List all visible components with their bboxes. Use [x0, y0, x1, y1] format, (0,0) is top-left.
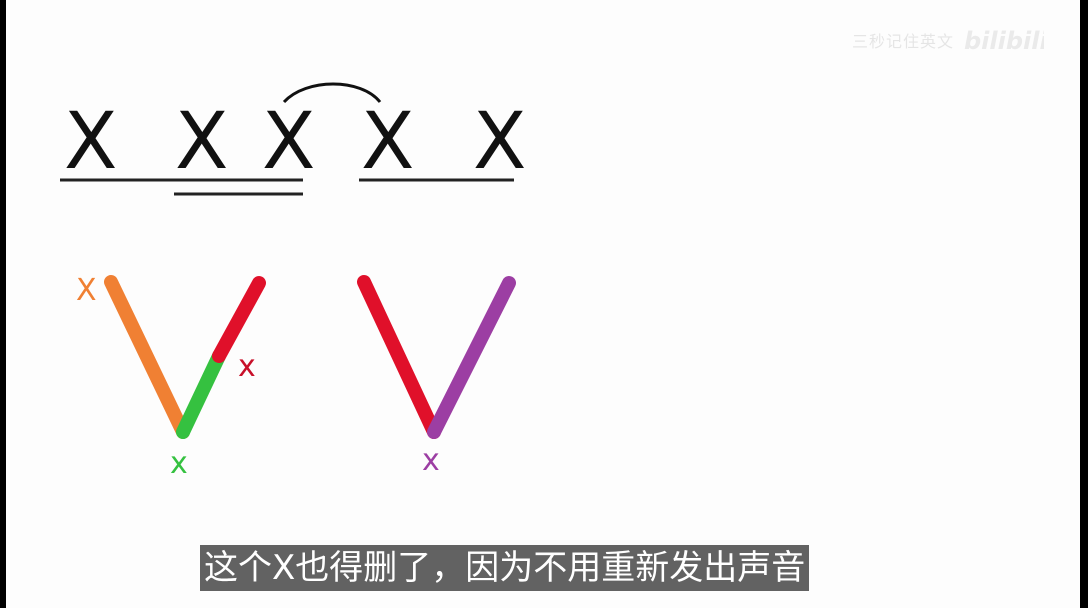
- diagram: X X X X X X x x: [60, 82, 526, 481]
- channel-watermark: 三秒记住英文 bilibili: [852, 20, 1044, 60]
- right-v: [357, 275, 516, 439]
- left-v: [104, 275, 266, 439]
- underlines: [60, 178, 514, 196]
- watermark-channel-name: 三秒记住英文: [852, 32, 955, 51]
- bilibili-logo-icon: bilibili: [964, 27, 1044, 55]
- top-x-3: X: [262, 97, 315, 187]
- left-v-orange-stroke: [104, 275, 190, 439]
- right-v-label-bottom: x: [422, 443, 440, 478]
- top-x-2: X: [175, 97, 228, 187]
- subtitle-caption: 这个X也得删了，因为不用重新发出声音: [200, 545, 810, 591]
- top-x-4: X: [361, 97, 414, 187]
- left-v-green-stroke: [176, 349, 226, 439]
- right-v-red-stroke: [357, 275, 441, 439]
- video-canvas: 三秒记住英文 bilibili X X X X X: [6, 0, 1080, 608]
- bilibili-logo-text: bilibili: [964, 27, 1044, 55]
- right-v-purple-stroke: [427, 276, 516, 439]
- top-row: X X X X X: [64, 97, 526, 187]
- left-v-label-top: X: [76, 273, 97, 308]
- left-v-label-bottom: x: [170, 446, 188, 481]
- linking-arc: [282, 82, 382, 104]
- top-x-1: X: [64, 97, 117, 187]
- top-x-5: X: [473, 97, 526, 187]
- left-v-label-mid: x: [238, 349, 256, 384]
- left-v-red-stroke: [212, 276, 266, 363]
